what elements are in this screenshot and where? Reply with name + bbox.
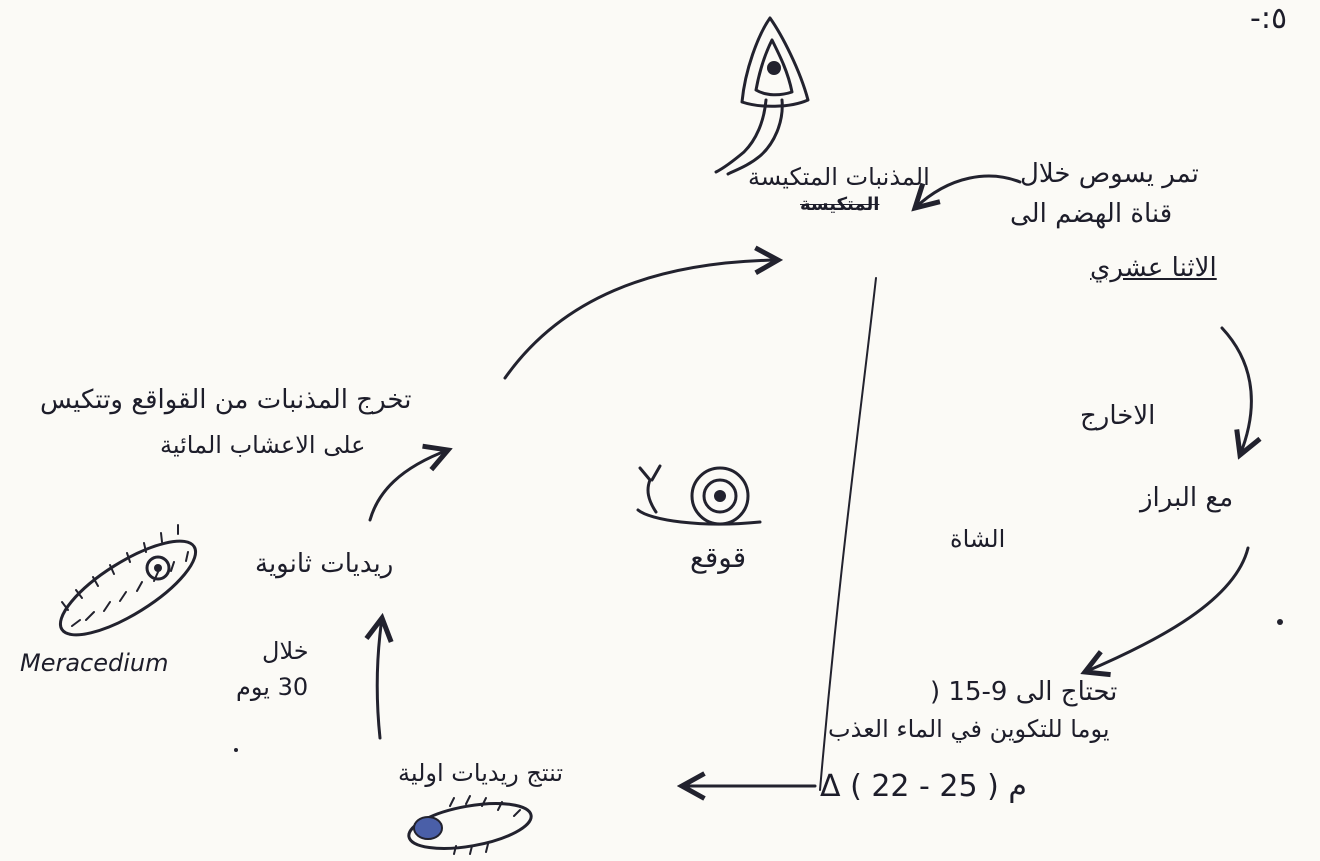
ingestion-line-2: قناة الهضم الى <box>1010 198 1172 231</box>
arrow-ingestion-to-cercariae <box>915 176 1020 208</box>
arrow-primary-to-secondary <box>377 618 382 738</box>
encysted-cercaria-icon <box>716 18 808 174</box>
miracidium-label: Meracedium <box>20 648 169 678</box>
exit-label: الاخارج <box>1080 400 1155 433</box>
within-label: خلال <box>262 636 309 666</box>
secondary-rediae-label: ريديات ثانوية <box>255 548 393 581</box>
arrow-feces-to-eggs <box>1085 548 1248 672</box>
temperature-label: م ( 25 - 22 ) Δ <box>820 768 1027 806</box>
thirty-days-label: 30 يوم <box>236 672 308 702</box>
cercariae-stage-label: المذنبات المتكيسة <box>748 162 930 192</box>
egg-conditions-line-2: يوما للتكوين في الماء العذب <box>828 714 1110 744</box>
primary-rediae-label: تنتج ريديات اولية <box>398 758 563 788</box>
cercariae-exit-line-2: على الاعشاب المائية <box>160 430 365 460</box>
host-sheep-label: الشاة <box>950 524 1005 554</box>
feces-label: مع البراز <box>1140 482 1233 515</box>
cercariae-exit-line-1: تخرج المذنبات من القواقع وتتكيس <box>40 384 411 417</box>
arrow-exit-to-cercariae <box>505 260 778 378</box>
snail-host-label: قوقع <box>690 540 746 575</box>
cercariae-scribble: المتكيسة <box>800 194 879 217</box>
arrow-secondary-to-exit <box>370 450 448 520</box>
snail-icon <box>638 466 760 524</box>
arrow-ingestion-to-exit <box>1222 328 1251 455</box>
egg-conditions-line-1: تحتاج الى 9-15 ( <box>930 676 1117 709</box>
corner-mark: -:٥ <box>1250 0 1287 38</box>
redia-icon <box>405 796 534 857</box>
ingestion-line-3: الاثنا عشري <box>1090 252 1217 285</box>
ingestion-line-1: تمر يسوص خلال <box>1020 158 1199 191</box>
miracidium-icon <box>48 525 208 652</box>
